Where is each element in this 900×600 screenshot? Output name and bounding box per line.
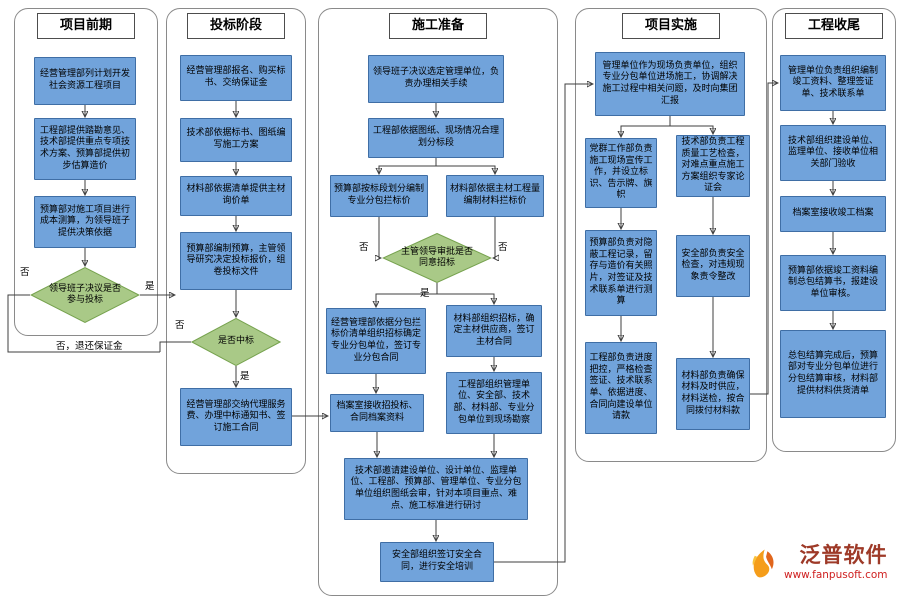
connector — [376, 293, 437, 306]
flow-step: 经营管理部依据分包拦标价清单组织招标确定专业分包单位，签订专业分包合同 — [326, 308, 426, 374]
flow-step: 材料部依据清单提供主材询价单 — [180, 176, 292, 216]
decision-label: 主管领导审批是否同意招标 — [400, 246, 473, 268]
flow-step: 党群工作部负责施工现场宣传工作，并设立标识、告示牌、旗帜 — [585, 138, 657, 208]
diamond-shape — [191, 318, 281, 366]
lane-header-closeout: 工程收尾 — [785, 13, 883, 39]
flow-step: 安全部组织签订安全合同，进行安全培训 — [380, 542, 494, 582]
flow-step: 经营管理部交纳代理服务费、办理中标通知书、签订施工合同 — [180, 388, 292, 446]
flow-step: 预算部负责对隐蔽工程记录，留存与造价有关照片，对签证及技术联系单进行测算 — [585, 230, 657, 316]
branch-label-no: 否 — [498, 242, 508, 253]
flow-step: 工程部依据图纸、现场情况合理划分标段 — [368, 118, 504, 158]
connector — [379, 217, 380, 258]
diamond-shape — [30, 267, 140, 323]
flow-step: 工程部提供踏勘意见、技术部提供重点专项技术方案、预算部提供初步估算造价 — [34, 118, 136, 180]
connector — [379, 165, 436, 173]
flow-step: 总包结算完成后，预算部对专业分包单位进行分包结算审核，材料部提供材料供货清单 — [780, 330, 886, 418]
connector — [494, 217, 495, 258]
flow-step: 预算部按标段划分编制专业分包拦标价 — [330, 175, 428, 217]
flow-step: 领导班子决议选定管理单位，负责办理相关手续 — [368, 55, 504, 103]
flow-step: 管理单位负责组织编制竣工资料、整理签证单、技术联系单 — [780, 55, 886, 111]
flow-step: 技术部负责工程质量工艺检查，对难点重点施工方案组织专家论证会 — [676, 135, 750, 197]
flow-step: 档案室接收招投标、合同档案资料 — [330, 394, 424, 432]
branch-label-yes: 是 — [240, 371, 250, 382]
connector — [436, 165, 495, 173]
flow-step: 材料部负责确保材料及时供应，材料送检，按合同拨付材料款 — [676, 358, 750, 430]
diamond-shape — [382, 233, 492, 283]
branch-label-no: 否 — [20, 267, 30, 278]
lane-header-bidding: 投标阶段 — [187, 13, 285, 39]
flow-step: 预算部对施工项目进行成本测算，为领导班子提供决策依据 — [34, 196, 136, 248]
decision-win-bid: 是否中标 — [191, 318, 281, 366]
flow-step: 经营管理部报名、购买标书、交纳保证金 — [180, 55, 292, 101]
flow-step: 经营管理部列计划开发社会资源工程项目 — [34, 57, 136, 105]
connector — [7, 294, 160, 353]
connector — [494, 84, 592, 563]
flow-step: 工程部组织管理单位、安全部、技术部、材料部、专业分包单位到现场勘察 — [446, 372, 542, 434]
connector — [159, 341, 191, 352]
flow-step: 材料部依据主材工程量编制材料拦标价 — [446, 175, 544, 217]
connector — [670, 125, 713, 133]
lane-header-construction-prep: 施工准备 — [389, 13, 487, 39]
lane-header-implementation: 项目实施 — [622, 13, 720, 39]
flow-step: 管理单位作为现场负责单位，组织专业分包单位进场施工，协调解决施工过程中相关问题，… — [595, 52, 745, 116]
branch-label-yes: 是 — [420, 288, 430, 299]
flow-step: 安全部负责安全检查，对违规现象责令整改 — [676, 235, 750, 297]
connector — [750, 83, 777, 395]
flow-step: 材料部组织招标，确定主材供应商，签订主材合同 — [446, 305, 542, 357]
flow-step: 预算部依据竣工资料编制总包结算书，报建设单位审核。 — [780, 255, 886, 311]
decision-label: 领导班子决议是否参与投标 — [48, 283, 121, 305]
decision-participate-bid: 领导班子决议是否参与投标 — [30, 267, 140, 323]
branch-label-no: 否 — [175, 320, 185, 331]
connector — [621, 125, 670, 136]
flow-step: 技术部组织建设单位、监理单位、接收单位相关部门验收 — [780, 125, 886, 181]
flow-step: 档案室接收竣工档案 — [780, 196, 886, 232]
decision-approve-tender: 主管领导审批是否同意招标 — [382, 233, 492, 283]
branch-label-no: 否 — [359, 242, 369, 253]
flow-step: 技术部依据标书、图纸编写施工方案 — [180, 118, 292, 162]
connector — [437, 293, 494, 303]
flow-step: 工程部负责进度把控，严格检查签证、技术联系单、依据进度、合同向建设单位请款 — [585, 342, 657, 434]
branch-label-no-refund: 否，退还保证金 — [56, 341, 123, 352]
lane-header-project-early: 项目前期 — [37, 13, 135, 39]
fanpu-logo: 泛普软件 www.fanpusoft.com — [744, 543, 888, 582]
logo-url[interactable]: www.fanpusoft.com — [784, 569, 888, 582]
fanpu-logo-icon — [752, 549, 774, 578]
logo-name: 泛普软件 — [799, 543, 888, 567]
branch-label-yes: 是 — [145, 281, 155, 292]
flow-step: 预算部编制预算，主管领导研究决定投标报价，组卷投标文件 — [180, 232, 292, 290]
decision-label: 是否中标 — [217, 336, 254, 347]
flow-step: 技术部邀请建设单位、设计单位、监理单位、工程部、预算部、管理单位、专业分包单位组… — [344, 458, 528, 520]
